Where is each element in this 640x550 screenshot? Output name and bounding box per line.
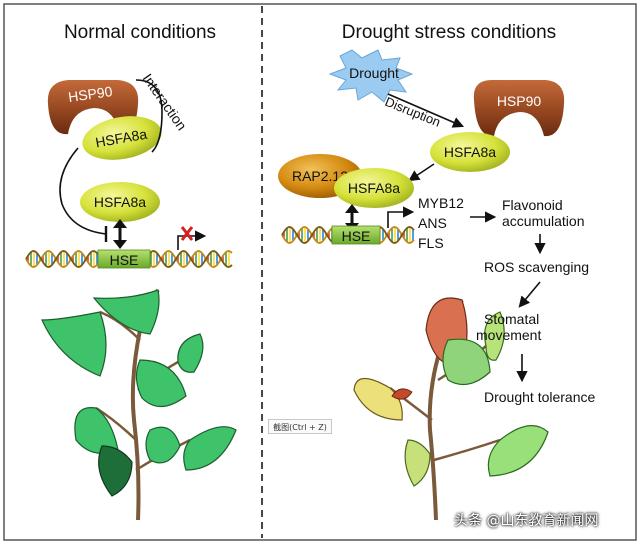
drought-label: Drought [349, 65, 399, 81]
left-gene-promoter-arrow [177, 230, 207, 250]
screenshot-tooltip: 截图(Ctrl + Z) [268, 419, 332, 434]
rap212-label: RAP2.12 [292, 168, 348, 184]
ros-to-stomatal-arrow [518, 281, 541, 308]
left-hsfa8a-top-ellipse [82, 116, 162, 160]
right-hsp90-shape [473, 80, 565, 137]
left-hsfa8a-bottom-label: HSFA8a [94, 194, 146, 210]
left-hsfa8a-bottom-ellipse [80, 182, 160, 222]
left-hse-label: HSE [110, 252, 139, 268]
left-hse-box [97, 249, 151, 269]
gene-myb12: MYB12 [418, 195, 464, 211]
right-panel-title: Drought stress conditions [342, 22, 556, 43]
stomatal-line1: Stomatal [484, 311, 539, 327]
right-hsfa8a-bound-label: HSFA8a [348, 180, 400, 196]
activation-arrow [387, 206, 415, 228]
drought-plant-illustration [353, 297, 549, 521]
flavonoid-line1: Flavonoid [502, 197, 563, 213]
disruption-arrow [387, 93, 465, 128]
inhibition-arrow [59, 147, 107, 235]
flavonoid-line2: accumulation [502, 213, 585, 229]
right-hsfa8a-free-ellipse [430, 132, 510, 172]
repression-x-icon [180, 226, 194, 241]
healthy-plant-illustration [41, 288, 237, 521]
watermark: 头条 @山东教育新闻网 [454, 513, 599, 529]
right-hsfa8a-bound-ellipse [334, 168, 414, 208]
left-hsp90-label: HSP90 [67, 83, 113, 105]
right-hsfa8a-free-label: HSFA8a [444, 144, 496, 160]
figure-border [3, 3, 637, 541]
right-hse-label: HSE [342, 228, 371, 244]
right-hse-box [331, 225, 381, 245]
right-hsp90-label: HSP90 [497, 93, 542, 109]
drought-burst-icon [328, 49, 414, 103]
relocation-arrow [408, 163, 435, 182]
gene-fls: FLS [418, 235, 444, 251]
left-panel-title: Normal conditions [64, 22, 216, 43]
interaction-arc [135, 79, 163, 153]
ros-scavenging-label: ROS scavenging [484, 259, 589, 275]
stomatal-line2: movement [476, 327, 541, 343]
gene-ans: ANS [418, 215, 447, 231]
left-binding-arrow [113, 219, 127, 249]
disruption-label: Disruption [383, 94, 443, 130]
drought-tolerance-label: Drought tolerance [484, 389, 596, 405]
